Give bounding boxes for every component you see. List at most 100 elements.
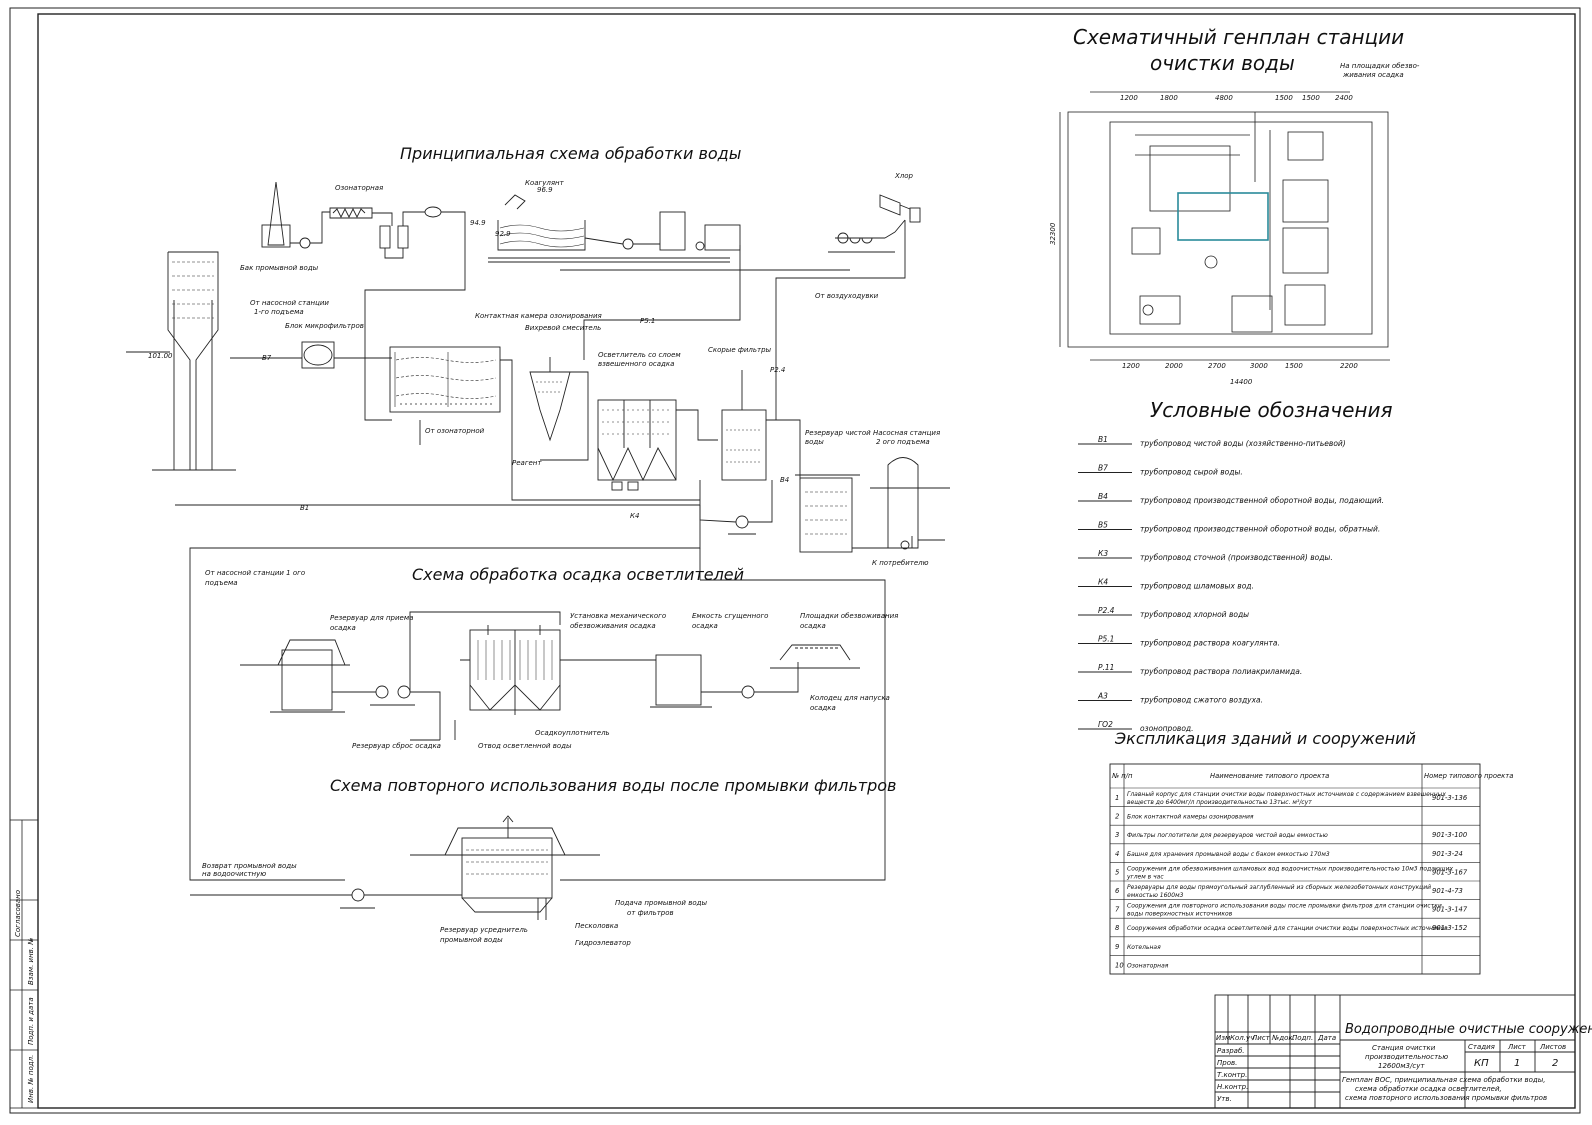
genplan-dim-top-1: 1800 bbox=[1160, 94, 1178, 102]
label-contact-chamber: Контактная камера озонирования bbox=[475, 312, 602, 320]
stamp-subtitle-b: производительностью bbox=[1365, 1053, 1448, 1061]
legend-code: В7 bbox=[1098, 464, 1108, 473]
sludge-tank-a: Емкость сгущенного bbox=[692, 612, 768, 620]
stamp-subtitle-a: Станция очистки bbox=[1372, 1044, 1436, 1052]
genplan-dim-top-4: 1500 bbox=[1302, 94, 1320, 102]
sludge-tank-b: осадка bbox=[692, 622, 718, 630]
legend-code: Р5.1 bbox=[1098, 635, 1114, 644]
sludge-compactor: Осадкоуплотнитель bbox=[535, 729, 610, 737]
genplan-dim-bottom-3: 3000 bbox=[1250, 362, 1268, 370]
genplan-dim-bottom-2: 2700 bbox=[1208, 362, 1226, 370]
legend-text: трубопровод производственной оборотной в… bbox=[1140, 496, 1384, 505]
genplan bbox=[1059, 91, 1390, 361]
reuse-scheme bbox=[190, 815, 600, 920]
stamp-note-c: схема повторного использования промывки … bbox=[1345, 1094, 1547, 1102]
sludge-wells-b: осадка bbox=[810, 704, 836, 712]
reuse-settler-a: Резервуар усреднитель bbox=[440, 926, 528, 934]
stamp-col-ndok: №док. bbox=[1271, 1034, 1295, 1042]
explication-row-num: 2 bbox=[1115, 813, 1119, 821]
legend-code: В1 bbox=[1098, 435, 1108, 444]
legend-text: трубопровод раствора коагулянта. bbox=[1140, 639, 1280, 648]
genplan-dim-bottom-5: 2200 bbox=[1340, 362, 1358, 370]
label-from-blower: От воздуходувки bbox=[815, 292, 879, 300]
legend-text: трубопровод сжатого воздуха. bbox=[1140, 696, 1263, 705]
sludge-title: Схема обработка осадка осветлителей bbox=[412, 565, 744, 584]
explication-row-name: Сооружения для повторного использования … bbox=[1127, 903, 1442, 918]
genplan-dim-top-0: 1200 bbox=[1120, 94, 1138, 102]
explication-row-code: 901-3-167 bbox=[1432, 868, 1468, 876]
label-wash-tank: Бак промывной воды bbox=[240, 264, 319, 272]
stamp-stage: КП bbox=[1474, 1058, 1489, 1069]
reuse-return-a: Возврат промывной воды bbox=[202, 862, 297, 870]
label-elev4: 92.9 bbox=[495, 230, 511, 238]
stamp-role-nkontr: Н.контр. bbox=[1217, 1083, 1248, 1091]
principal-scheme bbox=[126, 181, 950, 881]
explication-row-num: 7 bbox=[1115, 906, 1120, 914]
reuse-supply-a: Подача промывной воды bbox=[615, 899, 707, 907]
legend-code: Р.11 bbox=[1098, 663, 1114, 672]
reuse-settler-b: промывной воды bbox=[440, 936, 503, 944]
explication-row-name: Блок контактной камеры озонирования bbox=[1127, 814, 1254, 821]
genplan-dim-top-2: 4800 bbox=[1215, 94, 1233, 102]
stamp-note-b: схема обработки осадка осветлителей, bbox=[1355, 1085, 1502, 1093]
genplan-title-2: очистки воды bbox=[1150, 51, 1295, 75]
legend-code: Р2.4 bbox=[1098, 606, 1115, 615]
sludge-from-pump1-a: От насосной станции 1 ого bbox=[205, 569, 305, 577]
legend-text: трубопровод производственной оборотной в… bbox=[1140, 525, 1380, 534]
explication-row-code: 901-3-100 bbox=[1432, 831, 1467, 839]
genplan-left-height: 32300 bbox=[1049, 222, 1057, 245]
stamp-role-tkontr: Т.контр. bbox=[1217, 1071, 1247, 1079]
genplan-note-b: живания осадка bbox=[1342, 71, 1404, 79]
label-elev3: 94.9 bbox=[470, 219, 486, 227]
label-fast-filters: Скорые фильтры bbox=[708, 346, 772, 354]
genplan-dim-bottom-0: 1200 bbox=[1122, 362, 1140, 370]
explication-row-num: 1 bbox=[1115, 794, 1119, 802]
explication-row-num: 4 bbox=[1115, 850, 1119, 858]
explication-row-name: Башня для хранения промывной воды с бако… bbox=[1127, 851, 1330, 858]
sludge-scheme bbox=[240, 611, 860, 741]
label-chlor: Хлор bbox=[894, 172, 914, 180]
reuse-supply-b: от фильтров bbox=[627, 909, 674, 917]
label-elev2: 96.9 bbox=[537, 186, 553, 194]
legend-code: В4 bbox=[1098, 492, 1108, 501]
label-b7: В7 bbox=[262, 354, 272, 362]
label-pump2-a: Насосная станция bbox=[873, 429, 940, 437]
side-stamp-inv-orig: Инв. № подл. bbox=[27, 1055, 35, 1103]
explication-row-num: 3 bbox=[1115, 831, 1119, 839]
stamp-sheet-header: Лист bbox=[1507, 1043, 1527, 1051]
inner-frame bbox=[37, 13, 1576, 1109]
explication-row-num: 9 bbox=[1115, 943, 1119, 951]
stamp-sheets: 2 bbox=[1552, 1058, 1558, 1069]
label-b1: В1 bbox=[300, 504, 309, 512]
stamp-sheet: 1 bbox=[1514, 1058, 1520, 1069]
label-p51: Р5.1 bbox=[640, 317, 655, 325]
explication-row-num: 10 bbox=[1115, 961, 1124, 969]
outer-frame bbox=[9, 7, 1581, 1114]
stamp-title: Водопроводные очистные сооружения bbox=[1345, 1022, 1592, 1037]
label-k4: К4 bbox=[630, 512, 639, 520]
sludge-platform-b: осадка bbox=[800, 622, 826, 630]
label-from-pump1-b: 1-го подъема bbox=[254, 308, 304, 316]
sludge-wells-a: Колодец для напуска bbox=[810, 694, 890, 702]
side-stamp bbox=[9, 819, 39, 1109]
explication-row-name: Фильтры поглотители для резервуаров чист… bbox=[1127, 832, 1328, 839]
stamp-role-razrab: Разраб. bbox=[1217, 1047, 1245, 1055]
explication-header-name: Наименование типового проекта bbox=[1210, 772, 1329, 780]
label-from-pump1-a: От насосной станции bbox=[250, 299, 329, 307]
sludge-thickener-b: обезвоживания осадка bbox=[570, 622, 656, 630]
explication-row-code: 901-3-24 bbox=[1432, 850, 1463, 858]
label-elev1: 101.00 bbox=[148, 352, 173, 360]
legend-text: трубопровод сточной (производственной) в… bbox=[1140, 553, 1333, 562]
sludge-reservoir-intake-a: Резервуар для приема bbox=[330, 614, 413, 622]
genplan-dim-top-5: 2400 bbox=[1335, 94, 1353, 102]
label-vortex-mixer: Вихревой смеситель bbox=[525, 324, 601, 332]
label-clarifier-b: взвешенного осадка bbox=[598, 360, 674, 368]
legend-code: В5 bbox=[1098, 521, 1108, 530]
side-stamp-agreed: Согласовано bbox=[14, 890, 22, 937]
label-p24: Р2.4 bbox=[770, 366, 785, 374]
legend-code: К4 bbox=[1098, 578, 1108, 587]
stamp-col-koluch: Кол.уч bbox=[1230, 1034, 1254, 1042]
genplan-note-a: На площадки обезво- bbox=[1340, 62, 1420, 70]
legend-code: К3 bbox=[1098, 549, 1108, 558]
